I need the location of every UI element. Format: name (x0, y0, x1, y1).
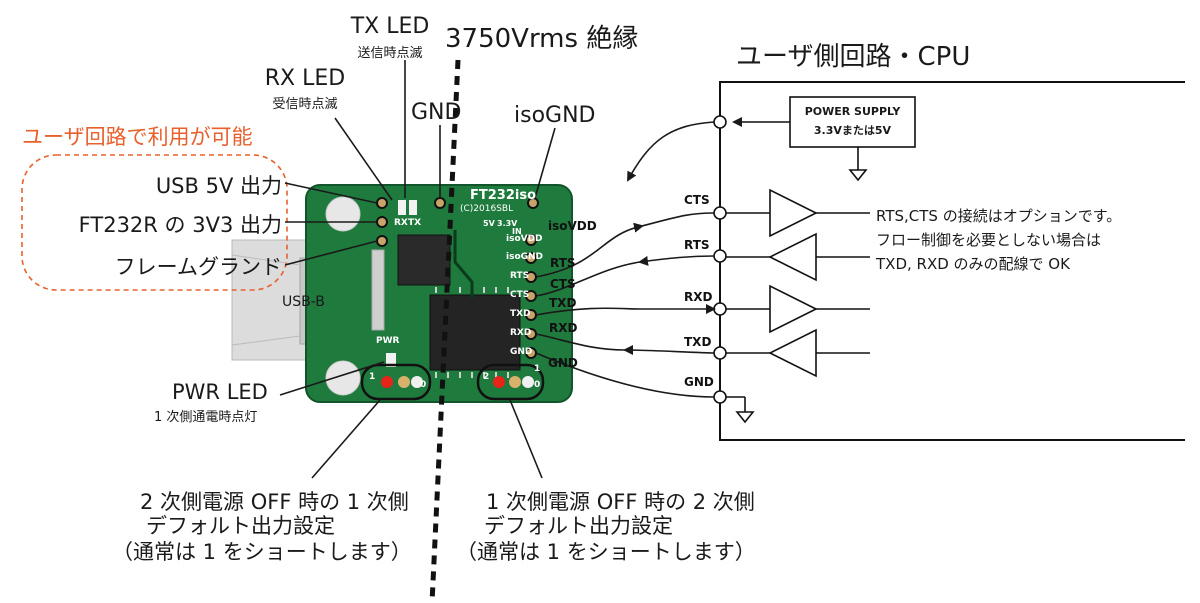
terminal-rts (713, 249, 727, 263)
left-note-line1: 2 次側電源 OFF 時の 1 次側 (140, 490, 409, 514)
user-pin-rxd: RXD (684, 290, 713, 304)
user-pin-gnd: GND (684, 375, 714, 389)
board-copyright: (C)2016SBL (460, 204, 514, 214)
signal-isovdd: isoVDD (548, 219, 597, 233)
isolation-label: 3750Vrms 絶縁 (445, 24, 639, 54)
terminal-rxd (713, 302, 727, 316)
signal-gnd: GND (548, 356, 578, 370)
power-supply-box (732, 96, 916, 182)
wire-rts (638, 255, 715, 266)
board-pin-isognd: isoGND (506, 252, 544, 262)
terminal-gnd (713, 390, 727, 404)
board-pin-isovdd: isoVDD (506, 234, 543, 244)
right-note-line3: （通常は 1 をショートします） (456, 540, 756, 564)
mounting-hole (325, 196, 361, 232)
wire-rxd-b (535, 333, 626, 351)
tx-led-desc: 送信時点滅 (357, 46, 423, 61)
rts-cts-note-line1: RTS,CTS の接続はオプションです。 (876, 207, 1122, 225)
user-pin-txd: TXD (684, 335, 712, 349)
board-mark-in: IN (512, 227, 522, 236)
tx-led (409, 200, 417, 215)
isognd-label: isoGND (514, 103, 596, 128)
tx-led-label: TX LED (350, 14, 430, 39)
rx-led-desc: 受信時点滅 (272, 97, 338, 112)
board-mark-5v: 5V (483, 219, 495, 228)
jumper-1-highlight (360, 363, 432, 401)
power-supply-title: POWER SUPPLY (804, 105, 901, 118)
terminal-cts (713, 206, 727, 220)
ft3v3-label: FT232R の 3V3 出力 (78, 213, 282, 237)
board-mark-pwr: PWR (376, 336, 400, 346)
txd-buffer (768, 328, 817, 378)
board-pin-rxd: RXD (510, 328, 532, 338)
wire-rxd (623, 345, 715, 356)
jumper-2-highlight (476, 363, 545, 401)
left-note-line3: （通常は 1 をショートします） (112, 540, 412, 564)
wire-gnd (535, 352, 715, 398)
ft232r-chip (397, 234, 451, 286)
pwr-led-label: PWR LED (172, 380, 268, 404)
board-mark-0: 0 (420, 380, 427, 390)
usable-note: ユーザ回路で利用が可能 (22, 125, 253, 149)
pcb-board (305, 184, 573, 403)
board-mark-3v3: 3.3V (497, 219, 518, 228)
wire-cts-b (641, 212, 715, 227)
user-circuit-title: ユーザ側回路・CPU (736, 42, 971, 72)
wire-rts-b (535, 261, 641, 297)
board-mark-1: 1 (369, 372, 376, 382)
rts-cts-note-line2: フロー制御を必要としない場合は (876, 231, 1102, 249)
wire-isovdd (627, 121, 715, 182)
isolation-boundary-line (429, 59, 461, 603)
board-mark-r1: 1 (534, 364, 541, 374)
rts-cts-note-line3: TXD, RXD のみの配線で OK (876, 255, 1070, 273)
terminal-isovdd (713, 115, 727, 129)
cts-buffer (769, 188, 818, 238)
wire-txd (535, 307, 641, 316)
rx-led (398, 200, 406, 215)
gnd-label: GND (411, 100, 462, 125)
rx-led-label: RX LED (264, 66, 346, 91)
board-pin-cts: CTS (510, 290, 530, 300)
rxd-buffer (769, 284, 818, 334)
board-mark-rx: RX (394, 218, 408, 228)
user-pin-rts: RTS (684, 238, 710, 252)
terminal-txd (713, 346, 727, 360)
signal-txd: TXD (549, 296, 577, 310)
left-note-line2: デフォルト出力設定 (146, 514, 335, 538)
usb5v-label: USB 5V 出力 (155, 174, 282, 198)
pwr-led (386, 353, 396, 367)
wire-cts (535, 222, 644, 278)
board-pin-txd: TXD (510, 309, 531, 319)
rts-buffer (768, 232, 817, 282)
signal-rxd: RXD (549, 321, 578, 335)
user-pin-cts: CTS (684, 193, 710, 207)
signal-cts: CTS (550, 277, 576, 291)
board-mark-tx: TX (408, 218, 422, 228)
right-note-line1: 1 次側電源 OFF 時の 2 次側 (486, 490, 755, 514)
board-name: FT232iso (470, 188, 537, 203)
mounting-hole (325, 360, 361, 396)
board-mark-2: 2 (483, 372, 490, 382)
board-pin-rts: RTS (510, 271, 530, 281)
frame-gnd-label: フレームグランド (114, 255, 282, 279)
power-supply-spec: 3.3Vまたは5V (813, 124, 892, 137)
board-mark-r0: 0 (534, 380, 541, 390)
right-note-line2: デフォルト出力設定 (484, 514, 673, 538)
board-pin-gnd: GND (510, 347, 533, 357)
pwr-led-desc: 1 次側通電時点灯 (154, 410, 258, 425)
signal-rts: RTS (550, 256, 576, 270)
usbb-label: USB-B (282, 294, 325, 310)
